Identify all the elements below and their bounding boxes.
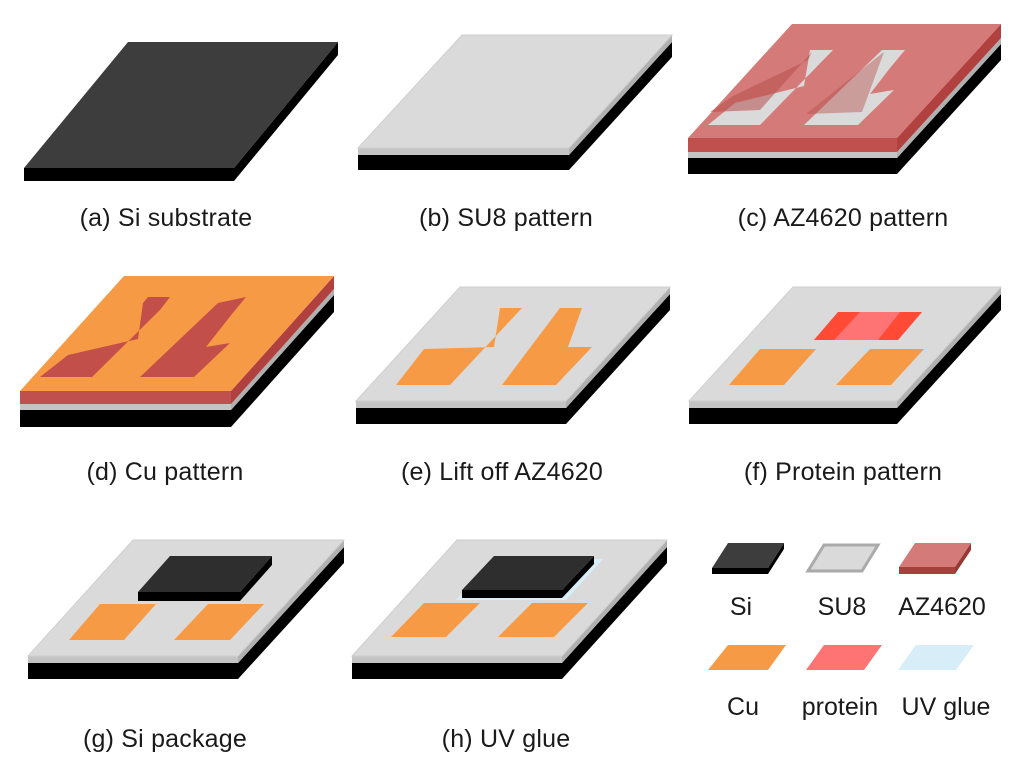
caption-g: (g) Si package [83,725,247,753]
step-f-protein-pattern [687,286,1003,424]
caption-e: (e) Lift off AZ4620 [400,458,604,486]
caption-a: (a) Si substrate [79,204,253,232]
legend-label-az4620: AZ4620 [898,593,986,621]
caption-d: (d) Cu pattern [86,458,244,486]
step-a-si-substrate [24,42,338,181]
legend-swatch-az4620 [899,543,971,574]
step-b-su8-layer [356,34,674,170]
legend [708,543,974,670]
step-h-uv-glue [350,539,669,679]
legend-swatch-si [712,543,784,574]
legend-swatch-su8 [805,543,881,573]
step-c-az4620-layer [688,24,1001,174]
legend-label-su8: SU8 [817,593,867,621]
step-g-si-package [26,539,346,679]
caption-c: (c) AZ4620 pattern [737,204,949,232]
caption-f: (f) Protein pattern [743,458,943,486]
legend-label-protein: protein [801,693,879,721]
step-d-cu-layer [20,276,334,427]
caption-h: (h) UV glue [441,725,571,753]
legend-label-cu: Cu [727,693,759,721]
caption-b: (b) SU8 pattern [419,204,593,232]
step-e-lift-off [354,286,672,424]
legend-swatch-uv-glue [898,645,974,670]
legend-label-uv-glue: UV glue [901,693,991,721]
legend-label-si: Si [729,593,753,621]
legend-swatch-cu [708,645,786,670]
legend-swatch-protein [806,645,882,670]
